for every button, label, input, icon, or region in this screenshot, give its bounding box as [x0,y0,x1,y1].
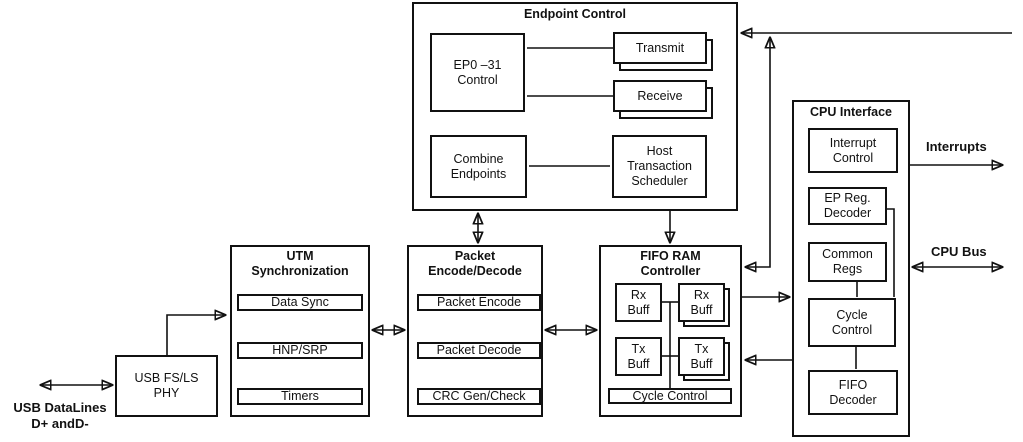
block-packet-encode-decode: Packet Encode/Decode Packet Encode Packe… [407,245,543,417]
box-packet-decode: Packet Decode [417,342,541,359]
utm-synchronization-title: UTM Synchronization [251,249,349,278]
box-interrupt-control: Interrupt Control [808,128,898,173]
box-tx-buff-right: Tx Buff [678,337,725,376]
interrupts-label: Interrupts [926,139,987,154]
wire-phy-to-utm [166,315,225,355]
box-rx-buff-right: Rx Buff [678,283,725,322]
cpu-bus-label: CPU Bus [931,244,987,259]
box-fifo-decoder: FIFO Decoder [808,370,898,415]
box-packet-encode: Packet Encode [417,294,541,311]
block-endpoint-control: Endpoint Control EP0 –31 Control Transmi… [412,2,738,211]
block-fifo-ram-controller: FIFO RAM Controller Rx Buff Rx Buff Tx B… [599,245,742,417]
wire-fifo-endpoint-feedback [746,38,770,267]
box-host-transaction-scheduler: Host Transaction Scheduler [612,135,707,198]
usb-datalines-label: USB DataLines D+ andD- [13,400,107,431]
endpoint-control-title: Endpoint Control [523,7,627,21]
block-cpu-interface: CPU Interface Interrupt Control EP Reg. … [792,100,910,437]
box-hnp-srp: HNP/SRP [237,342,363,359]
box-receive: Receive [613,80,707,112]
box-timers: Timers [237,388,363,405]
box-transmit: Transmit [613,32,707,64]
box-rx-buff-left: Rx Buff [615,283,662,322]
box-ep0-control: EP0 –31 Control [430,33,525,112]
packet-encode-decode-title: Packet Encode/Decode [428,249,522,278]
block-usb-phy: USB FS/LS PHY [115,355,218,417]
box-crc-gen-check: CRC Gen/Check [417,388,541,405]
box-common-regs: Common Regs [808,242,887,282]
fifo-ram-controller-title: FIFO RAM Controller [640,249,701,278]
cpu-interface-title: CPU Interface [810,105,892,119]
box-data-sync: Data Sync [237,294,363,311]
box-tx-buff-left: Tx Buff [615,337,662,376]
box-ep-reg-decoder: EP Reg. Decoder [808,187,887,225]
box-combine-endpoints: Combine Endpoints [430,135,527,198]
block-utm-synchronization: UTM Synchronization Data Sync HNP/SRP Ti… [230,245,370,417]
box-fifo-cycle-control: Cycle Control [608,388,732,404]
box-cycle-control-cpu: Cycle Control [808,298,896,347]
